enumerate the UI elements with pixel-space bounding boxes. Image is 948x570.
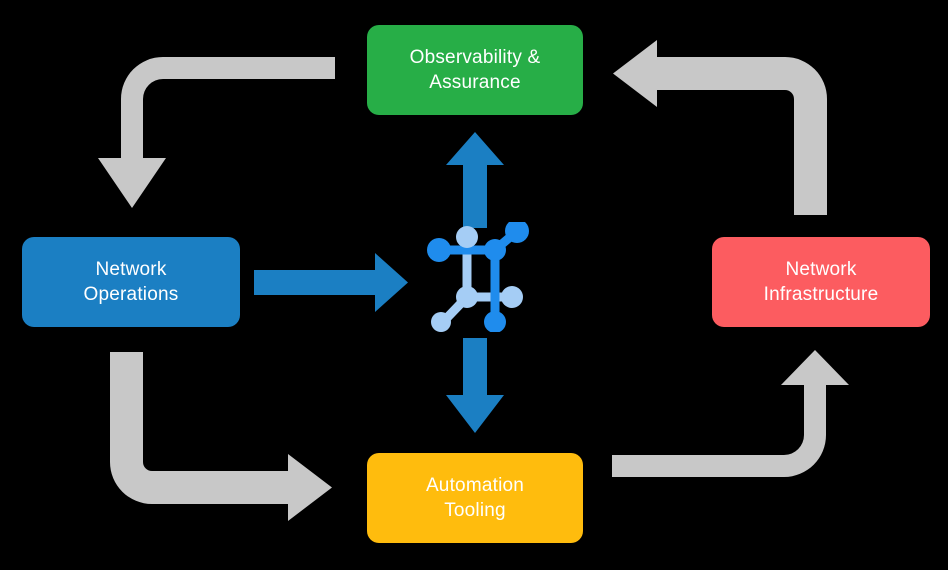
blue-arrow-operations-to-center xyxy=(254,253,408,312)
node-box-network-infrastructure[interactable]: Network Infrastructure xyxy=(712,237,930,327)
blue-arrow-center-to-observability xyxy=(446,132,504,228)
gray-arrow-automation-to-infrastructure xyxy=(612,350,849,477)
gray-arrow-infrastructure-to-observability xyxy=(613,40,827,215)
node-box-network-operations[interactable]: Network Operations xyxy=(22,237,240,327)
node-box-observability[interactable]: Observability & Assurance xyxy=(367,25,583,115)
network-topology-icon xyxy=(427,222,529,332)
node-label-network-operations: Network Operations xyxy=(83,258,179,305)
blue-arrow-center-to-automation xyxy=(446,338,504,433)
gray-arrow-observability-to-operations xyxy=(98,57,335,208)
node-label-automation-tooling: Automation Tooling xyxy=(425,474,525,521)
gray-arrow-operations-to-automation xyxy=(110,352,332,521)
node-label-observability: Observability & Assurance xyxy=(409,46,541,93)
node-box-automation-tooling[interactable]: Automation Tooling xyxy=(367,453,583,543)
node-label-network-infrastructure: Network Infrastructure xyxy=(763,258,879,305)
